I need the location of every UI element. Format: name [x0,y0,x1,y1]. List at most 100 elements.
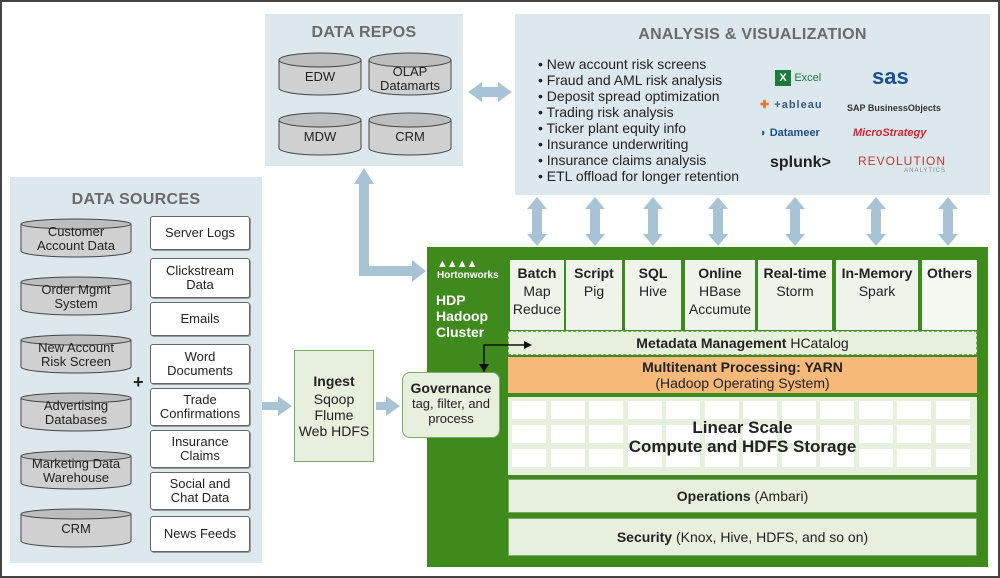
engine-subtitle: Storm [776,283,814,299]
storage-node [858,449,893,467]
storage-node [666,425,700,443]
engine-title: Batch [517,265,557,281]
source-feed-label: Clickstream Data [166,263,234,292]
storage-node [589,401,623,419]
tableau-icon: ✚ [760,99,775,111]
storage-node [935,401,970,419]
source-feed: Clickstream Data [150,258,250,298]
ingest-governance-arrow [376,396,400,416]
ingest-box: Ingest Sqoop Flume Web HDFS [294,350,374,462]
storage-node [743,449,777,467]
storage-node [935,449,970,467]
use-case-item: Trading risk analysis [538,104,739,120]
storage-node [512,401,546,419]
repo-label: OLAP Datamarts [380,64,440,93]
hortonworks-logo: ▲▲▲▲ Hortonworks [437,258,499,281]
security-rest: (Knox, Hive, HDFS, and so on) [672,529,869,545]
engine-title: Real-time [763,265,827,281]
source-database: Customer Account Data [20,218,132,258]
storage-node [897,449,931,467]
use-case-item: Insurance claims analysis [538,152,739,168]
source-feed-label: Insurance Claims [171,434,229,463]
analysis-engine-arrow [938,197,958,246]
storage-node [781,401,816,419]
analysis-engine-arrow [708,197,728,246]
splunk-logo: splunk> [770,154,831,171]
engine-title: Script [574,265,614,281]
analysis-engine-arrow [643,197,663,246]
storage-node [589,425,623,443]
source-database: Advertising Databases [20,392,132,432]
operations-bold: Operations [676,488,751,504]
storage-grid [508,397,977,475]
analysis-engine-arrow [785,197,805,246]
datameer-icon: ◗ [760,127,770,139]
repos-analysis-arrow [468,82,512,102]
engine-subtitle: Pig [583,283,605,299]
repo-label: MDW [303,129,337,144]
yarn-bar: Multitenant Processing: YARN (Hadoop Ope… [508,357,977,393]
repo-label: EDW [304,69,336,84]
data-sources-title: DATA SOURCES [71,191,201,208]
storage-node [550,425,585,443]
source-feed: Trade Confirmations [150,388,250,426]
repos-cluster-arrow [354,168,426,282]
source-database-label: Customer Account Data [36,224,116,253]
plus-sign: + [133,372,144,392]
source-feed: Social and Chat Data [150,472,250,510]
repo-mdw: MDW [278,112,362,156]
storage-node [704,425,739,443]
link-arrowhead-right [524,341,532,349]
storage-node [704,401,739,419]
use-case-item: ETL offload for longer retention [538,168,739,184]
repo-label: CRM [395,129,425,144]
microstrategy-logo: MicroStrategy [853,127,927,139]
storage-node [897,425,931,443]
yarn-title: Multitenant Processing: YARN [642,359,843,375]
excel-icon: X [775,70,791,86]
source-feed-label: Server Logs [164,225,236,240]
engine-title: Online [698,265,742,281]
operations-rest: (Ambari) [750,488,809,504]
analysis-title: ANALYSIS & VISUALIZATION [638,26,867,43]
storage-node [627,425,662,443]
source-database: CRM [20,508,132,548]
use-case-item: New account risk screens [538,56,739,72]
storage-node [512,449,546,467]
storage-node [666,449,700,467]
source-feed: Word Documents [150,344,250,384]
storage-node [897,401,931,419]
metadata-rest: HCatalog [786,335,849,351]
storage-node [627,449,662,467]
storage-node [666,401,700,419]
source-database-label: Advertising Databases [43,398,109,427]
storage-node [589,449,623,467]
engine-subtitle: Map Reduce [512,283,562,317]
elephant-icons: ▲▲▲▲ [437,258,478,270]
repo-olap: OLAP Datamarts [368,52,452,96]
governance-box: Governance tag, filter, and process [402,372,500,438]
source-feed: Insurance Claims [150,430,250,468]
excel-logo: X Excel [775,70,821,86]
source-feed: Server Logs [150,216,250,250]
storage-node [820,401,854,419]
tableau-logo: ✚ +ableau [760,99,823,111]
storage-line1: Linear Scale [692,418,793,437]
metadata-bold: Metadata Management [636,335,787,351]
governance-title: Governance [410,380,492,396]
engine-title: Others [926,265,973,281]
source-database-label: Marketing Data Warehouse [31,456,121,485]
storage-node [704,449,739,467]
sas-logo: sas [872,64,909,89]
repo-crm: CRM [368,112,452,156]
source-feed: Emails [150,302,250,336]
data-repos-title: DATA REPOS [311,24,417,41]
